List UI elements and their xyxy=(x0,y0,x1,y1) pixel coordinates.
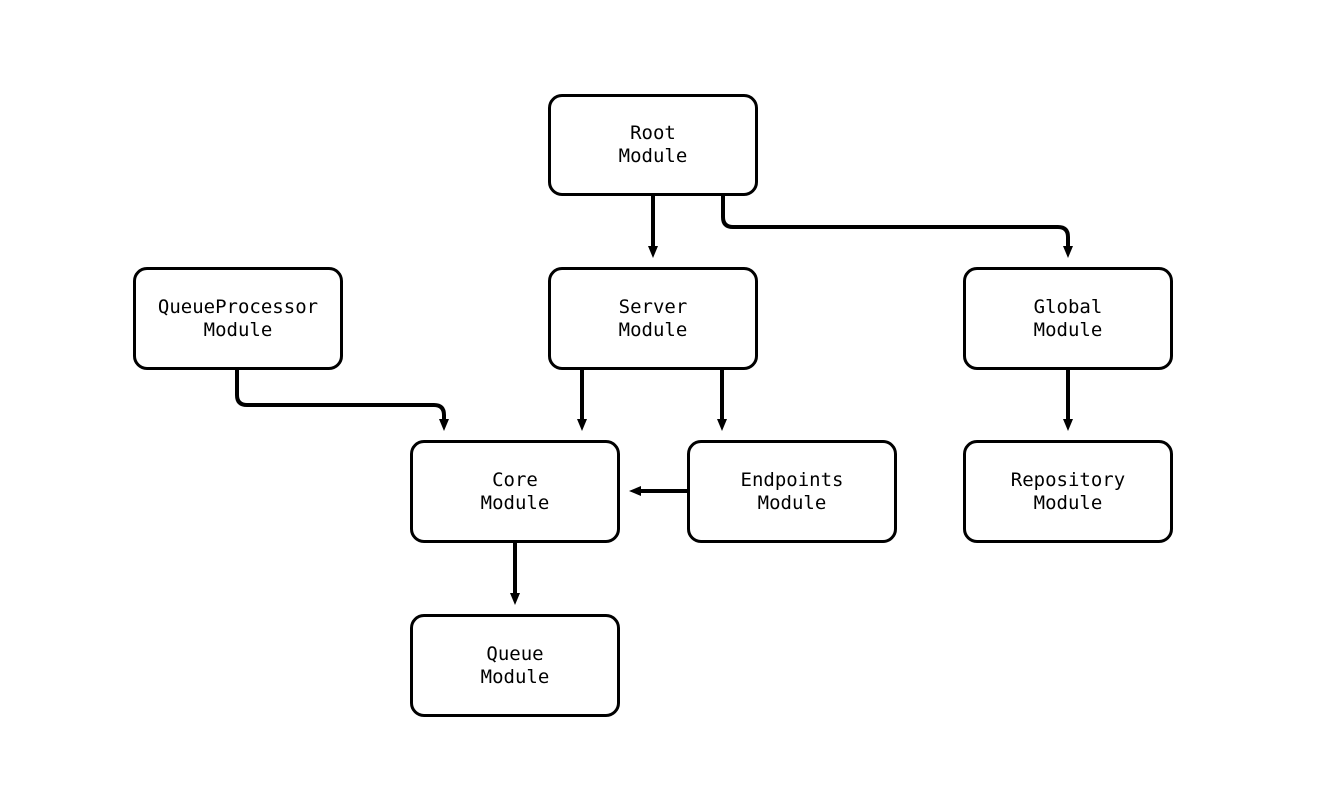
node-label-line2: Module xyxy=(480,665,550,688)
node-server-module[interactable]: Server Module xyxy=(548,267,758,370)
node-label-line1: QueueProcessor xyxy=(157,295,319,318)
node-core-module[interactable]: Core Module xyxy=(410,440,620,543)
node-label-line1: Server xyxy=(618,295,688,318)
node-label-line2: Module xyxy=(618,318,688,341)
edge-queueprocessor-to-core xyxy=(235,370,449,431)
node-root-module[interactable]: Root Module xyxy=(548,94,758,196)
node-label-line2: Module xyxy=(480,491,550,514)
node-global-module[interactable]: Global Module xyxy=(963,267,1173,370)
node-label-line2: Module xyxy=(757,491,827,514)
node-label-line1: Core xyxy=(492,468,538,491)
node-label-line1: Repository xyxy=(1010,468,1126,491)
node-label-line1: Endpoints xyxy=(740,468,844,491)
edge-root-to-global xyxy=(721,196,1073,258)
node-label-line2: Module xyxy=(203,318,273,341)
node-label-line2: Module xyxy=(618,145,688,167)
node-label-line1: Root xyxy=(630,122,676,144)
node-label-line1: Queue xyxy=(486,642,544,665)
node-label-line2: Module xyxy=(1033,491,1103,514)
node-label-line2: Module xyxy=(1033,318,1103,341)
node-label-line1: Global xyxy=(1033,295,1103,318)
node-repository-module[interactable]: Repository Module xyxy=(963,440,1173,543)
node-endpoints-module[interactable]: Endpoints Module xyxy=(687,440,897,543)
node-queue-module[interactable]: Queue Module xyxy=(410,614,620,717)
node-queueprocessor-module[interactable]: QueueProcessor Module xyxy=(133,267,343,370)
